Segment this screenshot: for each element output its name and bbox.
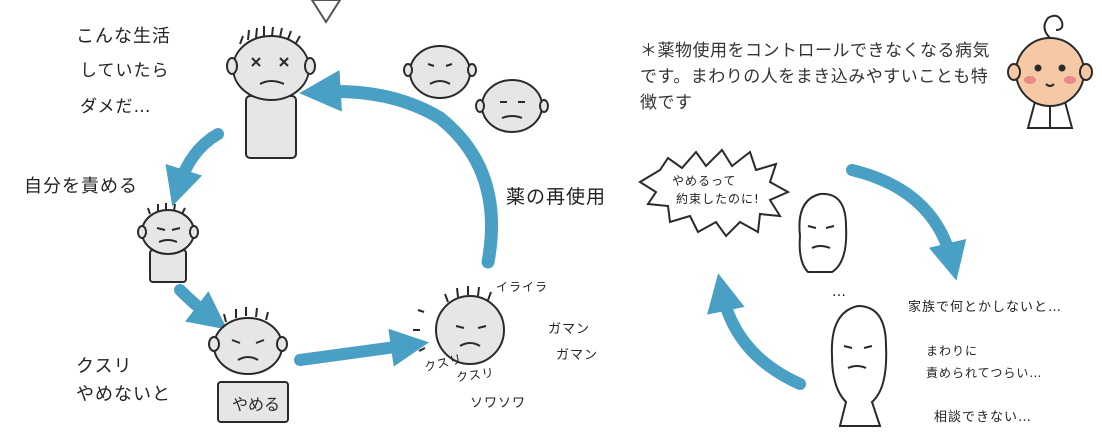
blaming-figure — [137, 203, 199, 283]
despair-figure — [226, 26, 316, 159]
arrow-family-up — [707, 273, 806, 390]
promise-bubble-line-1: やめるって — [672, 174, 737, 188]
explanation-note: ＊薬物使用をコントロールできなくなる病気です。まわりの人をまき込みやすいことも特… — [640, 41, 990, 113]
family-member-figure — [798, 192, 848, 273]
craving-irairaLabel: イライラ — [496, 280, 549, 294]
thought-line-1: こんな生活 — [76, 26, 171, 47]
sad-face-icon — [475, 79, 549, 133]
arrow-to-craving — [294, 328, 430, 367]
quitting-figure — [208, 307, 289, 423]
sign-text: やめる — [232, 395, 280, 414]
pointer-triangle — [310, 0, 342, 24]
arrow-to-blame — [165, 128, 224, 207]
quit-drug-line-1: クスリ — [76, 356, 133, 377]
ellipsis-label: … — [832, 284, 847, 300]
craving-figure — [413, 286, 505, 365]
thought-line-2: していたら — [80, 61, 170, 81]
relapse-label: 薬の再使用 — [506, 186, 607, 208]
sad-face-icon — [403, 45, 477, 99]
family-thought-2: まわりに — [926, 344, 979, 358]
craving-gaman-1: ガマン — [548, 322, 591, 337]
promise-bubble-line-2: 約束したのに! — [676, 192, 760, 206]
family-thought-1: 家族で何とかしないと… — [908, 300, 1063, 315]
promise-bubble — [638, 148, 791, 238]
blame-self-label: 自分を責める — [24, 176, 138, 197]
family-thought-4: 相談できない… — [934, 410, 1033, 425]
cycle-arrow-icon — [165, 70, 967, 390]
craving-sowasowa: ソワソワ — [470, 396, 527, 411]
family-thought-3: 責められてつらい… — [926, 366, 1043, 380]
family-member-figure — [830, 304, 888, 427]
arrow-family-down — [846, 164, 967, 281]
thought-line-3: ダメだ… — [80, 97, 152, 117]
arrow-to-quit — [174, 284, 228, 330]
doctor-baby-icon — [1007, 14, 1093, 129]
craving-gaman-2: ガマン — [556, 348, 599, 363]
arrow-relapse-loop — [299, 70, 498, 269]
quit-drug-line-2: やめないと — [76, 384, 171, 405]
